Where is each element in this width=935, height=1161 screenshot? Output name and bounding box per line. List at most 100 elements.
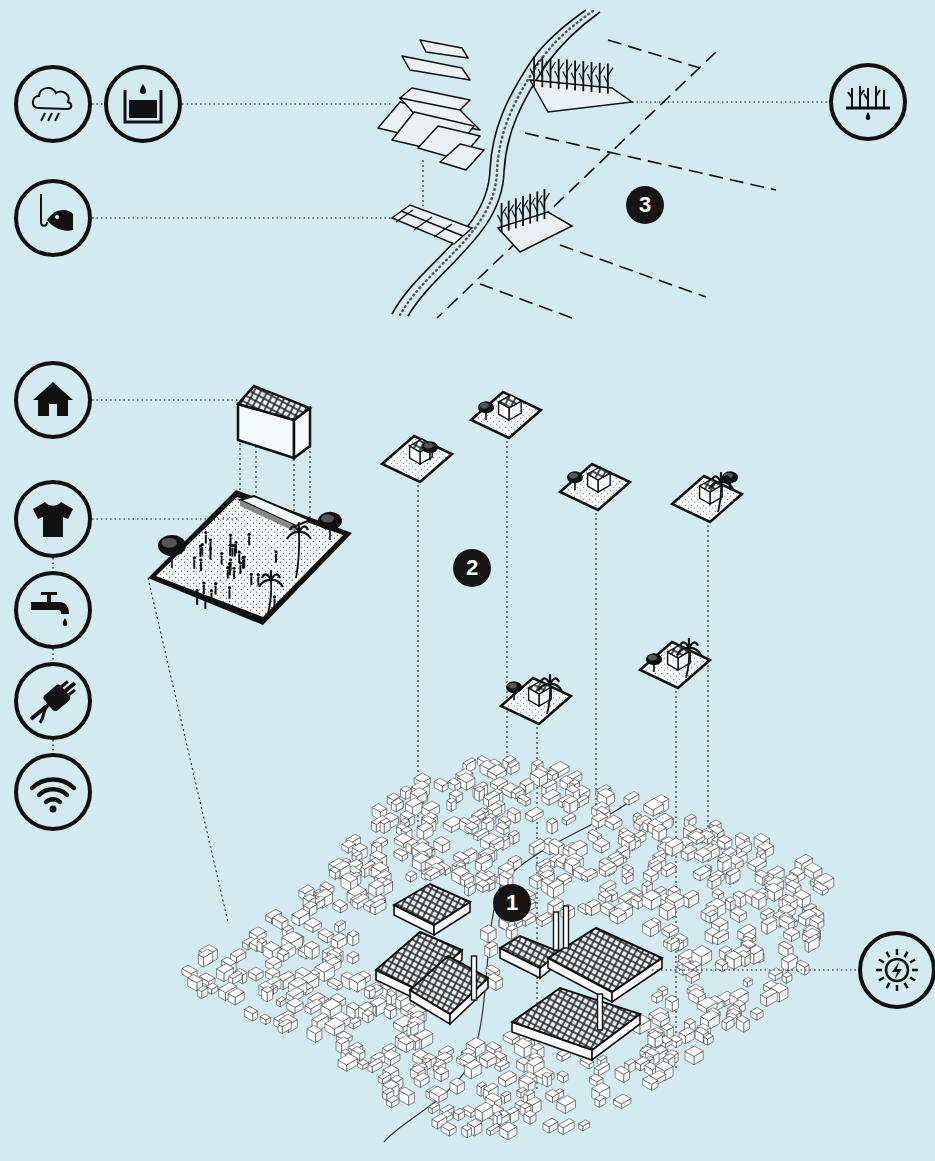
people xyxy=(275,554,277,563)
city-blocks xyxy=(679,1027,694,1036)
fish-pond-grid xyxy=(401,211,463,236)
city-blocks xyxy=(450,1078,464,1086)
fish-pond-grid xyxy=(396,210,413,222)
city-blocks xyxy=(305,999,322,1009)
city-blocks xyxy=(525,807,543,817)
city-blocks xyxy=(369,880,384,889)
city-blocks xyxy=(352,843,367,852)
city-blocks xyxy=(733,891,745,898)
city-blocks xyxy=(333,900,347,908)
reed-patch xyxy=(592,66,597,74)
city-blocks xyxy=(663,1054,675,1061)
city-blocks xyxy=(384,1004,396,1011)
leader-line xyxy=(148,578,228,922)
people xyxy=(195,589,198,592)
people xyxy=(229,534,232,537)
city-blocks xyxy=(507,807,520,814)
reed-patch xyxy=(591,62,593,92)
house-plots xyxy=(480,403,489,409)
city-blocks xyxy=(506,925,517,931)
city-blocks xyxy=(335,920,346,926)
field-boundary xyxy=(480,284,572,318)
people xyxy=(205,535,207,544)
city-blocks xyxy=(652,824,666,832)
city-blocks xyxy=(737,1016,750,1023)
city-blocks xyxy=(737,841,752,850)
city-blocks xyxy=(785,873,798,881)
field-boundary xyxy=(608,40,700,68)
people xyxy=(193,560,195,569)
city-blocks xyxy=(266,956,282,965)
city-blocks xyxy=(656,1061,674,1071)
city-blocks xyxy=(307,1025,322,1034)
city-blocks xyxy=(518,794,531,802)
greenhouse-roofs xyxy=(420,40,468,58)
city-blocks xyxy=(761,989,778,999)
city-blocks xyxy=(730,907,746,916)
house-plots xyxy=(721,476,730,482)
city-blocks xyxy=(633,813,641,818)
city-blocks xyxy=(303,894,315,901)
reed-patch xyxy=(519,208,523,216)
people xyxy=(201,543,204,546)
city-blocks xyxy=(289,977,307,988)
city-blocks xyxy=(782,953,798,962)
city-blocks xyxy=(463,758,475,765)
reed-patch xyxy=(530,68,534,76)
reed-patch xyxy=(534,60,539,68)
plaza xyxy=(156,497,343,617)
city-blocks xyxy=(622,872,633,878)
city-blocks xyxy=(198,949,213,957)
house-plots xyxy=(676,686,677,1070)
city-blocks xyxy=(725,897,735,903)
city-blocks xyxy=(813,883,828,892)
city-blocks xyxy=(348,930,359,937)
city-blocks xyxy=(330,867,340,873)
city-blocks xyxy=(338,1054,358,1065)
city-blocks xyxy=(601,902,615,910)
city-blocks xyxy=(320,882,334,890)
people xyxy=(227,570,229,579)
city-blocks xyxy=(667,938,679,945)
city-blocks xyxy=(465,882,476,888)
city-blocks xyxy=(662,924,678,933)
city-blocks xyxy=(562,813,576,821)
city-blocks xyxy=(336,1037,349,1044)
city-blocks xyxy=(292,909,310,919)
house-plots xyxy=(507,436,508,770)
city-blocks xyxy=(401,786,412,792)
city-blocks xyxy=(631,895,643,902)
reed-patch xyxy=(555,71,559,79)
city-blocks xyxy=(784,927,800,936)
people xyxy=(250,573,253,576)
city-blocks xyxy=(793,890,810,900)
city-blocks xyxy=(198,986,208,992)
reed-patch xyxy=(579,73,583,81)
city-blocks xyxy=(751,1008,763,1015)
plaza-trees xyxy=(298,523,300,532)
city-blocks xyxy=(286,987,303,997)
city-blocks xyxy=(733,1000,745,1007)
city-blocks xyxy=(500,871,513,879)
reed-patch xyxy=(574,60,576,90)
people xyxy=(204,596,207,599)
house-plots xyxy=(478,401,494,413)
people xyxy=(200,562,202,571)
house-plots xyxy=(508,683,517,689)
house-plots xyxy=(648,655,657,661)
city-blocks xyxy=(372,842,382,848)
city-blocks xyxy=(547,770,558,776)
city-blocks xyxy=(692,946,712,957)
city-blocks xyxy=(536,858,551,866)
reed-patch xyxy=(558,59,560,89)
city-blocks xyxy=(779,941,793,949)
people xyxy=(215,586,217,595)
city-blocks xyxy=(358,1059,369,1065)
people xyxy=(230,562,232,571)
people xyxy=(243,559,245,568)
reed-patch xyxy=(529,194,531,224)
city-blocks xyxy=(642,890,661,901)
people xyxy=(233,570,235,579)
house-plots xyxy=(506,681,522,693)
river xyxy=(392,10,586,314)
